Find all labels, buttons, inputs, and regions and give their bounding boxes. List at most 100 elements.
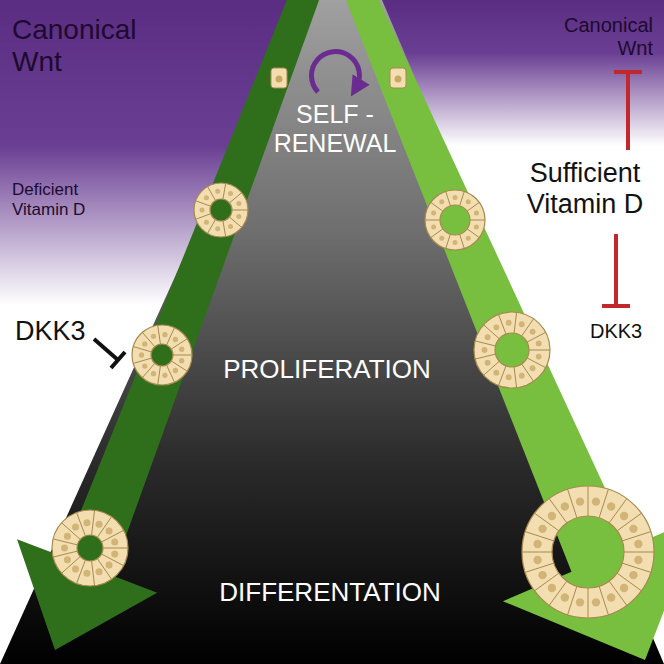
cell-nucleus [162,332,167,337]
organoid [52,510,128,586]
organoid-group [52,68,654,618]
stem-cell [271,68,287,88]
cell-nucleus [215,226,220,231]
cell-nucleus [439,236,444,241]
cell-border [522,552,552,553]
organoid-wall [474,312,550,388]
cell-border [549,499,567,523]
cell-nucleus [592,598,600,606]
cell-nucleus [536,340,542,346]
cell-nucleus [431,224,436,229]
cell-nucleus [548,584,556,592]
cell-body [271,68,287,88]
cell-border [527,332,546,342]
cell-nucleus [620,584,628,592]
cell-nucleus [439,199,444,204]
cell-nucleus [179,358,184,363]
cell-border [588,486,589,516]
sufficient-arrow [346,0,664,660]
cell-border [499,366,506,386]
cell-border [484,325,500,339]
cell-nucleus [64,533,71,540]
cell-nucleus [629,571,637,579]
cell-border [62,523,81,540]
cell-nucleus [395,76,402,83]
cell-border [525,532,554,541]
cell-border [53,539,77,545]
cell-border [514,312,517,333]
cell-nucleus [519,373,525,379]
cell-border [92,510,95,535]
cell-nucleus [111,551,118,558]
cell-nucleus [485,360,491,366]
cell-nucleus [204,220,209,225]
organoid-wall [52,510,128,586]
inhibition-line [626,72,630,150]
cell-border [446,234,451,248]
cell-border [599,489,608,518]
cell-nucleus [106,528,113,535]
organoid [194,183,248,237]
cell-nucleus [151,334,156,339]
cell-nucleus [576,598,584,606]
cell-nucleus [83,570,90,577]
cell-border [77,560,86,583]
cell-border [529,350,550,351]
cell-nucleus [533,556,541,564]
organoid-wall [194,183,248,237]
cell-nucleus [620,512,628,520]
cell-border [133,347,151,352]
cell-nucleus [173,337,178,342]
cell-nucleus [519,321,525,327]
cell-nucleus [142,341,147,346]
cell-border [525,563,554,572]
cell-nucleus [162,373,167,378]
cell-border [514,367,517,388]
cell-border [167,328,175,345]
cell-nucleus [61,545,68,552]
cell-border [92,561,95,586]
cell-border [208,187,216,201]
cell-border [196,214,211,219]
cell-nucleus [96,521,103,528]
cell-nucleus [548,512,556,520]
arrow-group [17,0,664,660]
cell-nucleus [173,368,178,373]
cell-border [431,229,443,238]
cell-border [232,210,248,211]
cell-nucleus [83,519,90,526]
cell-nucleus [139,352,144,357]
cell-nucleus [533,540,541,548]
cell-nucleus [474,224,479,229]
cell-nucleus [506,320,512,326]
cell-nucleus [629,525,637,533]
stage-label: SELF - RENEWAL [255,100,415,158]
cell-nucleus [228,224,233,229]
cell-nucleus [592,497,600,505]
cell-nucleus [431,211,436,216]
cell-nucleus [64,556,71,563]
cell-border [568,489,577,518]
factor-label: DKK3 [15,316,86,347]
cell-nucleus [96,568,103,575]
organoid-wall [425,190,485,250]
organoid [425,190,485,250]
cell-nucleus [536,354,542,360]
cell-border [53,551,77,557]
cell-nucleus [530,365,536,371]
cell-nucleus [453,195,458,200]
inhibition-line [614,234,618,306]
cell-nucleus [530,329,536,335]
cell-nucleus [179,347,184,352]
cell-border [102,554,124,566]
cell-nucleus [72,524,79,531]
condition-label: Deficient Vitamin D [12,180,117,219]
cell-nucleus [72,565,79,572]
cell-border [223,221,226,237]
cell-nucleus [236,201,241,206]
cell-border [460,191,465,205]
inhibition-bar [111,352,125,368]
cell-nucleus [561,502,569,510]
